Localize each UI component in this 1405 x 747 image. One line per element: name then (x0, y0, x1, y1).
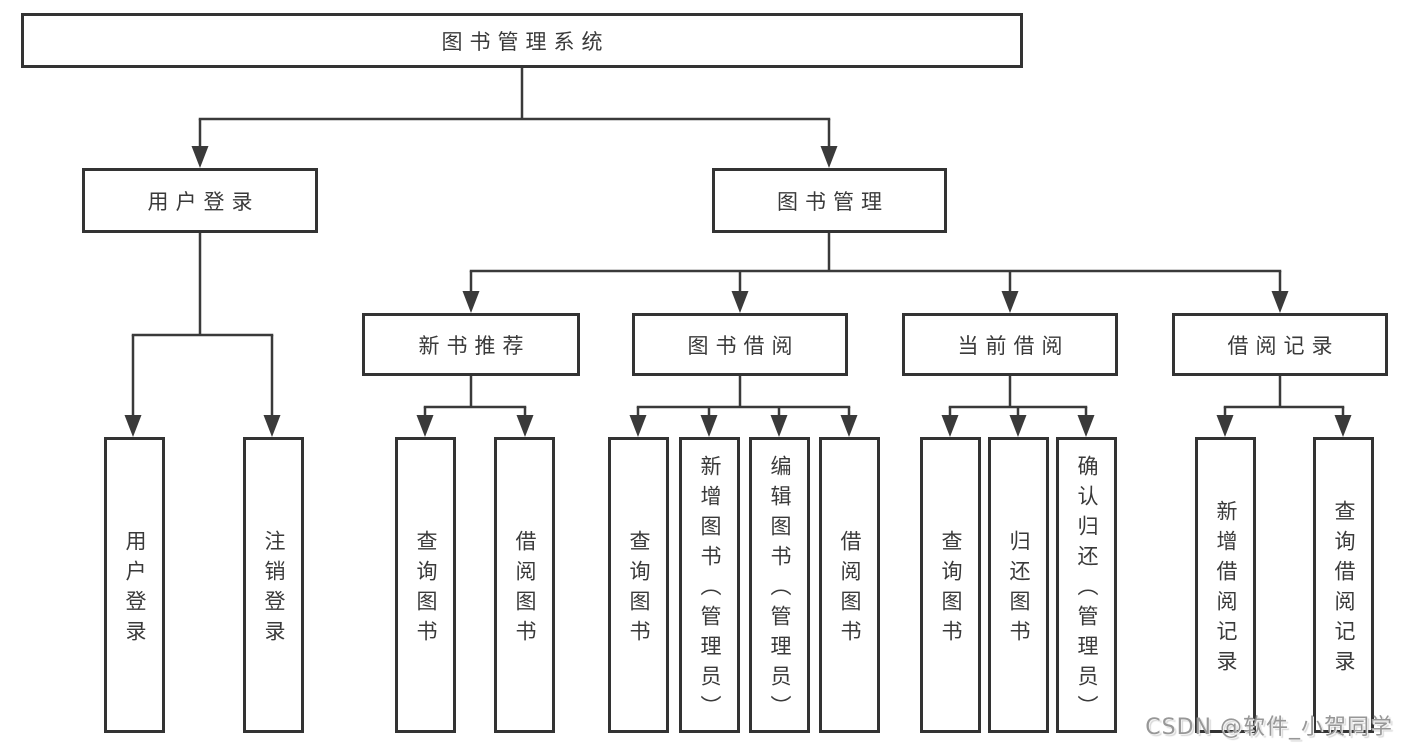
node-leaf-add-borrow-record: 新增借阅记录 (1195, 437, 1256, 733)
node-module-book-borrow: 图书借阅 (632, 313, 848, 376)
node-leaf-recommend-query-books: 查询图书 (395, 437, 456, 733)
csdn-watermark: CSDN @软件_小贺同学 (1145, 715, 1393, 740)
node-leaf-return-books: 归还图书 (988, 437, 1049, 733)
node-leaf-add-books-admin: 新增图书（管理员） (679, 437, 740, 733)
connector-new-book-recommend-children (416, 376, 534, 437)
leaf-label: 归还图书 (1007, 529, 1031, 650)
connector-current-borrow-children (941, 376, 1095, 437)
leaf-label: 注销登录 (262, 529, 286, 650)
node-module-new-book-recommend: 新书推荐 (362, 313, 580, 376)
leaf-label: 确认归还（管理员） (1075, 454, 1099, 725)
node-leaf-edit-books-admin: 编辑图书（管理员） (749, 437, 810, 733)
node-leaf-recommend-borrow-books: 借阅图书 (494, 437, 555, 733)
leaf-label: 查询借阅记录 (1332, 499, 1356, 680)
node-leaf-borrow-books: 借阅图书 (819, 437, 880, 733)
leaf-label: 查询图书 (627, 529, 651, 650)
connector-borrow-record-children (1216, 376, 1352, 437)
leaf-label: 借阅图书 (513, 529, 537, 650)
connector-book-management-modules (462, 233, 1289, 313)
leaf-label: 新增图书（管理员） (698, 454, 722, 725)
node-leaf-confirm-return-admin: 确认归还（管理员） (1056, 437, 1117, 733)
node-leaf-logout: 注销登录 (243, 437, 304, 733)
leaf-label: 新增借阅记录 (1214, 499, 1238, 680)
node-branch-book-management: 图书管理 (712, 168, 947, 233)
connector-book-borrow-children (629, 376, 858, 437)
node-leaf-query-borrow-record: 查询借阅记录 (1313, 437, 1374, 733)
leaf-label: 查询图书 (414, 529, 438, 650)
connector-user-login-children (124, 233, 281, 437)
leaf-label: 借阅图书 (838, 529, 862, 650)
node-root-library-system: 图书管理系统 (21, 13, 1023, 68)
node-module-current-borrow: 当前借阅 (902, 313, 1118, 376)
node-module-borrow-record: 借阅记录 (1172, 313, 1388, 376)
node-leaf-borrow-query-books: 查询图书 (608, 437, 669, 733)
leaf-label: 编辑图书（管理员） (768, 454, 792, 725)
leaf-label: 用户登录 (123, 529, 147, 650)
connector-root-to-branches (191, 68, 838, 168)
leaf-label: 查询图书 (939, 529, 963, 650)
node-leaf-user-login: 用户登录 (104, 437, 165, 733)
node-branch-user-login: 用户登录 (82, 168, 318, 233)
node-leaf-current-query-books: 查询图书 (920, 437, 981, 733)
